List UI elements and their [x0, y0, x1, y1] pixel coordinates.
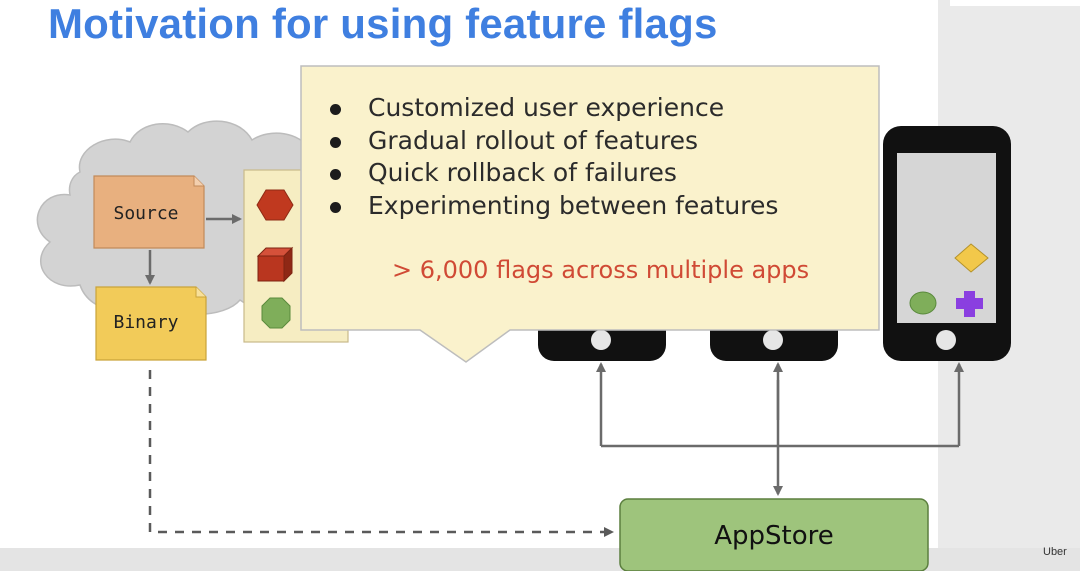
callout-bullet: Experimenting between features [326, 190, 866, 223]
phone-1-home-button [591, 330, 611, 350]
appstore-label: AppStore [714, 521, 834, 551]
bullet-dot-icon [330, 169, 341, 180]
bullet-dot-icon [330, 104, 341, 115]
green-oval-icon [909, 291, 937, 315]
phone-2-home-button [763, 330, 783, 350]
binary-to-appstore-arrow [148, 370, 614, 537]
binary-document [95, 286, 207, 361]
source-label: Source [113, 203, 178, 224]
slide-title: Motivation for using feature flags [48, 0, 718, 47]
callout-bullet: Gradual rollout of features [326, 125, 866, 158]
video-frame-edge-top [950, 0, 1080, 6]
red-cube-icon [256, 246, 294, 283]
uber-watermark: Uber [1043, 546, 1067, 558]
source-document [93, 175, 205, 249]
phone-3-screen [897, 153, 996, 323]
callout-bullet: Customized user experience [326, 92, 866, 125]
purple-plus-icon [956, 291, 983, 317]
callout-box [300, 65, 880, 363]
phone-3-home-button [936, 330, 956, 350]
green-octagon-icon [261, 297, 291, 329]
red-hexagon-icon [256, 189, 294, 221]
yellow-diamond-icon [954, 243, 989, 273]
bullet-dot-icon [330, 136, 341, 148]
bullet-dot-icon [330, 201, 341, 213]
appstore-box [619, 498, 929, 571]
callout-bullet: Quick rollback of failures [326, 157, 866, 190]
binary-label: Binary [113, 312, 178, 333]
callout-stat: > 6,000 flags across multiple apps [392, 256, 810, 284]
callout-bullet-list: Customized user experience Gradual rollo… [326, 92, 866, 222]
